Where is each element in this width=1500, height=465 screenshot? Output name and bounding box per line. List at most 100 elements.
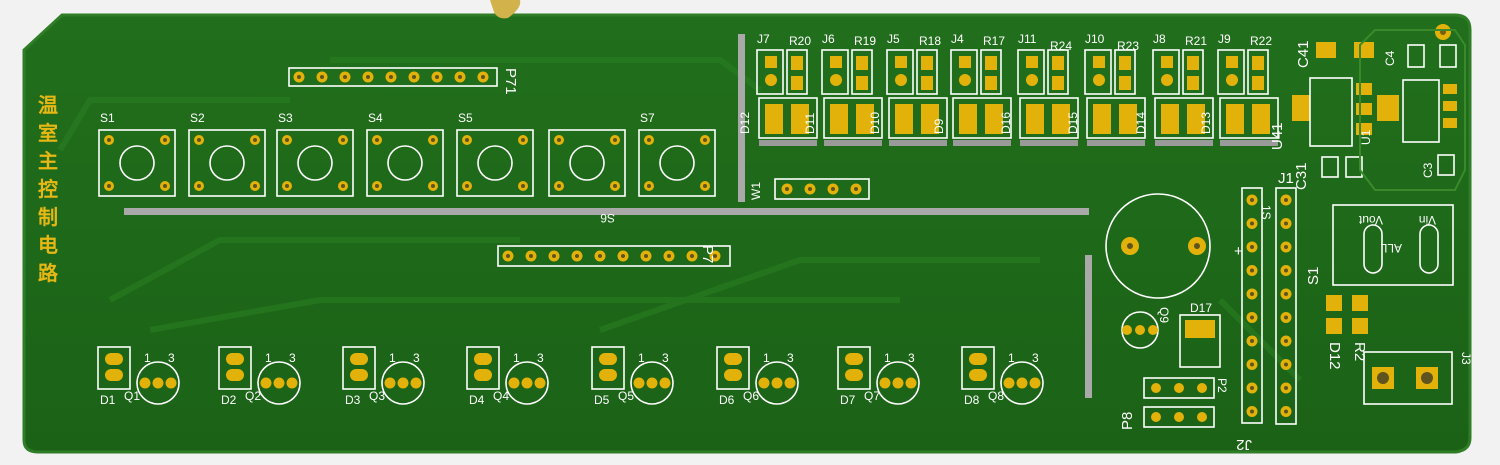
pin-mark: 1 — [1008, 351, 1015, 365]
resistor-label: R23 — [1117, 39, 1139, 53]
resistor-label: R18 — [919, 34, 941, 48]
module-s1-label: S1 — [1305, 267, 1322, 285]
jumper-label: J8 — [1153, 32, 1166, 46]
connector-j3-label: J3 — [1459, 352, 1473, 365]
pin-mark: 3 — [168, 351, 175, 365]
diode-label: D1 — [100, 393, 116, 407]
jumper-label: J11 — [1018, 32, 1037, 46]
diode-label: D14 — [1134, 112, 1148, 134]
transistor-label: Q3 — [369, 389, 385, 403]
diode-d12-lower-label: D12 — [1326, 342, 1343, 370]
pushbutton: S7 — [638, 111, 716, 197]
cap-c31-label: C31 — [1293, 162, 1310, 190]
regulator-u1-label: U1 — [1359, 129, 1373, 145]
driver-stage: D6 1 3Q6 — [716, 346, 799, 407]
resistor-label: R21 — [1185, 34, 1207, 48]
corner-blob — [490, 0, 521, 19]
header-p7: P7 — [497, 245, 731, 267]
transistor-q9-label: Q9 — [1157, 307, 1171, 323]
svg-text:1S: 1S — [1259, 205, 1273, 220]
header-j1-label: J1 — [1278, 170, 1294, 187]
pushbutton-label: S4 — [368, 111, 383, 125]
diode-label: D3 — [345, 393, 361, 407]
jumper-label: J10 — [1085, 32, 1105, 46]
header-w1: W1 — [749, 178, 870, 200]
pin-mark: 1 — [884, 351, 891, 365]
slot-vertical-lower — [1085, 255, 1092, 398]
header-w1-label: W1 — [749, 182, 763, 200]
pushbutton: S3 — [276, 111, 354, 197]
transistor-label: Q6 — [743, 389, 759, 403]
pin-mark: 3 — [537, 351, 544, 365]
resistor-label: R19 — [854, 34, 876, 48]
diode-d17-label: D17 — [1190, 301, 1212, 315]
transistor-label: Q2 — [245, 389, 261, 403]
pushbutton-label: S1 — [100, 111, 115, 125]
pin-mark: 3 — [787, 351, 794, 365]
slot-top-long — [124, 208, 1089, 215]
transistor-label: Q1 — [124, 389, 140, 403]
pushbutton: S1 — [98, 111, 176, 197]
diode-label: D10 — [868, 112, 882, 134]
pin-mark: 1 — [763, 351, 770, 365]
diode-label: D16 — [999, 112, 1013, 134]
board-title-char: 控 — [38, 177, 58, 201]
pin-mark: 3 — [1032, 351, 1039, 365]
header-p71: P71 — [288, 67, 519, 95]
resistor-label: R17 — [983, 34, 1005, 48]
diode-label: D9 — [932, 118, 946, 134]
pin-mark: 1 — [513, 351, 520, 365]
transistor-label: Q8 — [988, 389, 1004, 403]
board-title-char: 路 — [38, 261, 59, 285]
cap-c41-label: C41 — [1295, 40, 1312, 68]
diode-label: D15 — [1066, 112, 1080, 134]
diode-label: D6 — [719, 393, 735, 407]
jumper-label: J6 — [822, 32, 835, 46]
board-title-char: 制 — [38, 205, 58, 229]
pin-mark: 1 — [265, 351, 272, 365]
diode-label: D11 — [803, 113, 817, 134]
resistor-label: R20 — [789, 34, 811, 48]
pin-mark: 1 — [144, 351, 151, 365]
cap-c3-label: C3 — [1421, 162, 1435, 178]
jumper-label: J7 — [757, 32, 770, 46]
pushbutton: S5 — [456, 111, 534, 197]
module-vout-label: Vout — [1358, 213, 1383, 227]
module-vin-label: Vin — [1419, 213, 1436, 227]
pushbutton: S4 — [366, 111, 444, 197]
transistor-label: Q7 — [864, 389, 880, 403]
cap-polarity-mark: + — [1234, 243, 1243, 260]
diode-label: D4 — [469, 393, 485, 407]
transistor-label: Q4 — [493, 389, 509, 403]
jumper-label: J5 — [887, 32, 900, 46]
pushbutton-label: S3 — [278, 111, 293, 125]
header-p2-label: P2 — [1215, 378, 1229, 393]
diode-label: D7 — [840, 393, 856, 407]
pushbutton-label: S7 — [640, 111, 655, 125]
driver-stage: D1 1 3Q1 — [97, 346, 180, 407]
module-all-label: ALL — [1380, 241, 1402, 255]
header-p71-label: P71 — [502, 68, 519, 95]
pushbutton-label: S5 — [458, 111, 473, 125]
cap-c4-label: C4 — [1383, 50, 1397, 66]
pin-mark: 3 — [289, 351, 296, 365]
slot-vertical-upper — [738, 34, 745, 202]
pin-mark: 3 — [413, 351, 420, 365]
